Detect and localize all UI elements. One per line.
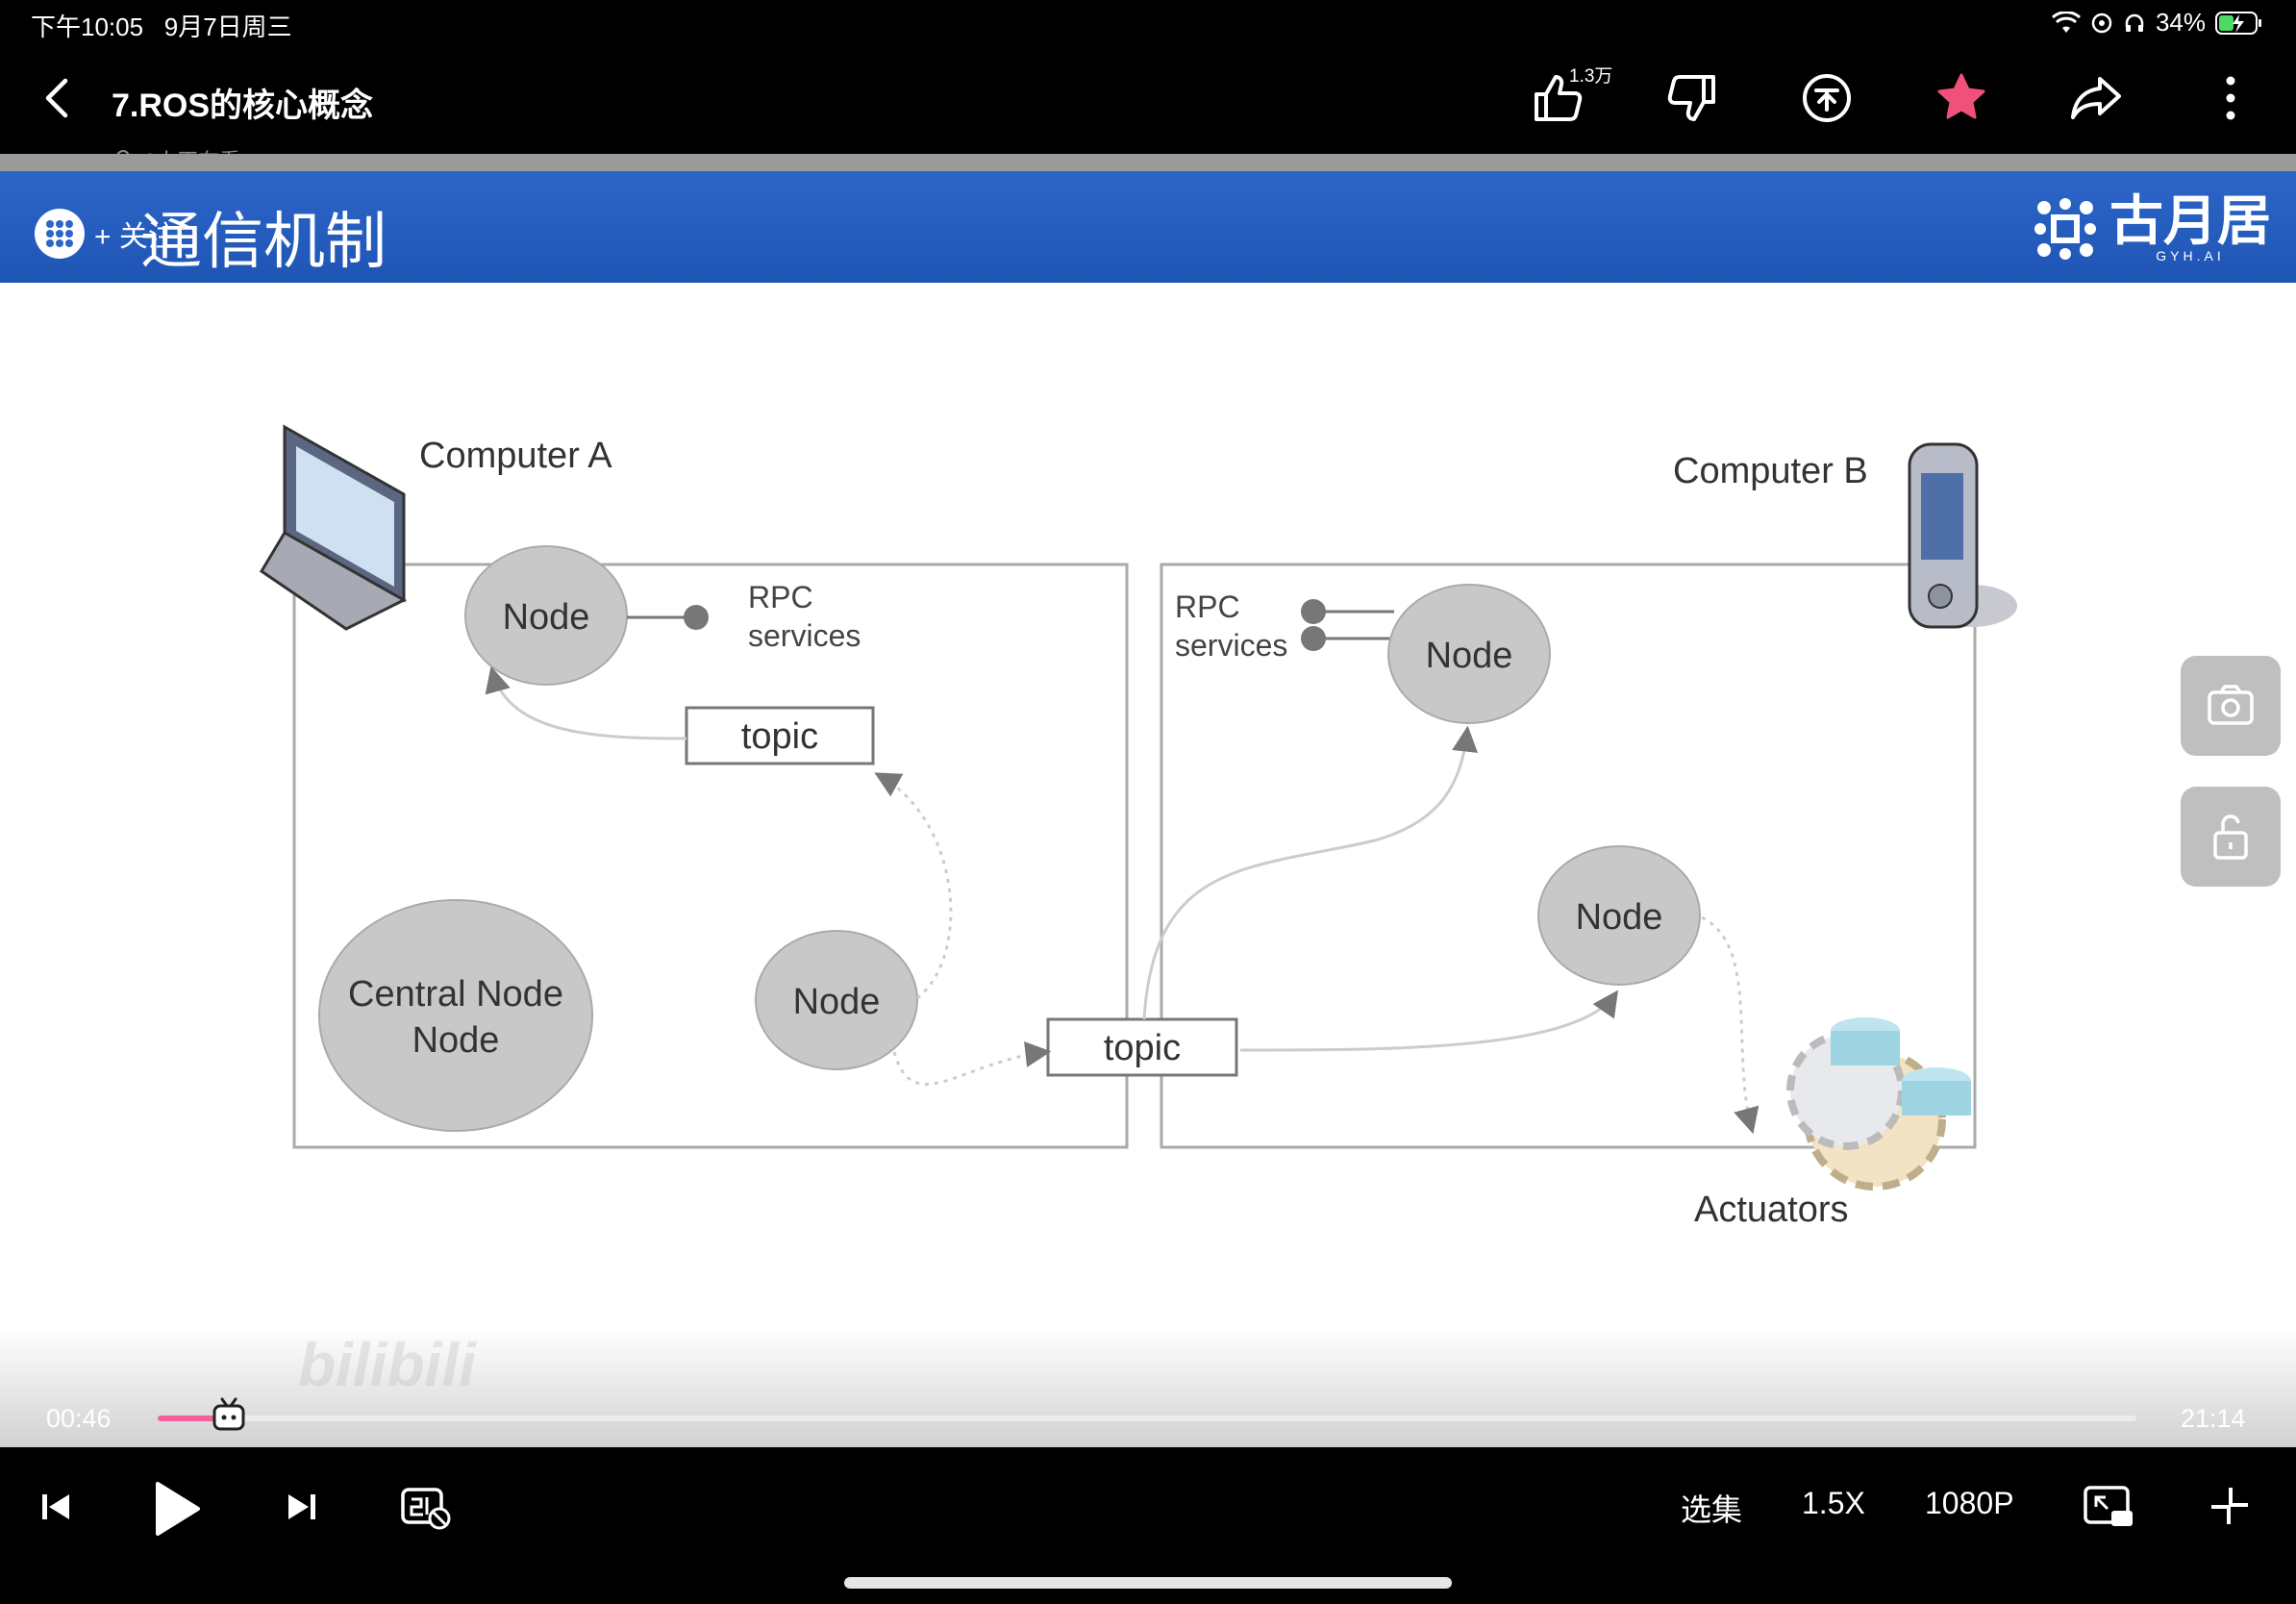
like-count: 1.3万 <box>1569 66 1613 87</box>
central-node-line1: Central Node <box>348 974 563 1015</box>
wifi-icon <box>2051 11 2081 33</box>
node-a2-label: Node <box>793 982 881 1022</box>
follow-label: + 关注 <box>94 221 177 253</box>
more-icon[interactable] <box>2200 67 2261 129</box>
rpc-endpoint-a <box>684 605 709 630</box>
total-time: 21:14 <box>2181 1404 2246 1433</box>
ros-communication-diagram: Computer A Computer B Node RPC services … <box>259 424 2017 1230</box>
computer-b-box <box>1160 563 1977 1149</box>
rpc-a-line1: RPC <box>748 580 813 614</box>
current-time: 00:46 <box>46 1404 112 1433</box>
rpc-b-line1: RPC <box>1175 589 1240 624</box>
status-time: 下午10:05 <box>31 13 144 41</box>
topic-a-box <box>685 706 875 765</box>
screenshot-button[interactable] <box>2181 656 2281 756</box>
node-a1 <box>464 545 628 686</box>
node-a2 <box>755 930 918 1070</box>
uploader-avatar-icon <box>35 209 85 259</box>
central-node <box>318 899 593 1132</box>
pip-icon[interactable] <box>2083 1482 2134 1532</box>
topic-shared-label: topic <box>1104 1028 1181 1068</box>
pda-icon <box>1908 442 2017 629</box>
play-icon[interactable] <box>150 1480 204 1538</box>
battery-icon <box>2215 11 2261 35</box>
share-icon[interactable] <box>2065 67 2127 129</box>
back-icon[interactable] <box>35 73 81 123</box>
progress-track[interactable] <box>158 1416 2136 1421</box>
speed-button[interactable]: 1.5X <box>1802 1486 1865 1520</box>
brand-logo-sub: GYH.AI <box>2156 248 2225 263</box>
computer-a-label: Computer A <box>419 436 612 476</box>
status-time-date: 下午10:05 9月7日周三 <box>31 8 292 43</box>
topic-a-label: topic <box>741 716 818 757</box>
favorite-icon[interactable] <box>1931 67 1992 129</box>
episodes-button[interactable]: 选集 <box>1681 1492 1743 1527</box>
laptop-icon <box>259 424 408 631</box>
computer-b-label: Computer B <box>1673 451 1868 491</box>
camera-icon <box>2208 685 2254 725</box>
follow-button[interactable]: + 关注 <box>33 208 177 260</box>
screen-lock-button[interactable] <box>2181 787 2281 887</box>
brand-logo-text: 古月居 <box>2109 190 2271 251</box>
video-frame[interactable]: 通信机制 + 关注 古月居 GYH.AI Computer A <box>0 154 2296 1447</box>
dislike-icon[interactable] <box>1661 67 1723 129</box>
quality-button[interactable]: 1080P <box>1925 1486 2014 1520</box>
next-icon[interactable] <box>283 1488 321 1526</box>
video-top-strip <box>0 154 2296 171</box>
progress-fill <box>158 1416 229 1421</box>
prev-icon[interactable] <box>37 1488 75 1526</box>
battery-percent: 34% <box>2155 8 2206 37</box>
slide-banner: 通信机制 + 关注 古月居 GYH.AI <box>0 171 2296 283</box>
status-icons: 34% <box>2051 8 2263 38</box>
rpc-b-line2: services <box>1175 628 1287 663</box>
status-bar: 下午10:05 9月7日周三 34% <box>0 0 2296 46</box>
computer-a-box <box>292 563 1129 1149</box>
central-node-line2: Node <box>412 1020 500 1061</box>
brand-logo-icon <box>2034 198 2096 260</box>
home-indicator[interactable] <box>844 1577 1452 1589</box>
node-b2 <box>1537 845 1701 986</box>
status-date: 9月7日周三 <box>163 13 292 41</box>
progress-thumb-tv-icon[interactable] <box>212 1396 246 1435</box>
rpc-a-line2: services <box>748 618 861 653</box>
rpc-endpoint-b2 <box>1301 626 1326 651</box>
exit-fullscreen-icon[interactable] <box>2208 1484 2252 1528</box>
actuators-icon <box>1786 1017 1971 1190</box>
video-bottom-shade <box>0 1327 2296 1447</box>
node-b1 <box>1387 584 1551 724</box>
location-lock-icon <box>2091 13 2112 33</box>
slide-title: 通信机制 <box>140 207 387 276</box>
headphones-icon <box>2125 13 2144 32</box>
bilibili-watermark: bilibili <box>298 1330 476 1399</box>
like-icon[interactable] <box>1527 67 1588 129</box>
rpc-endpoint-b1 <box>1301 599 1326 624</box>
danmaku-icon[interactable] <box>400 1482 452 1532</box>
video-title: 7.ROS的核心概念 <box>112 88 374 124</box>
node-b1-label: Node <box>1426 636 1513 676</box>
actuators-label: Actuators <box>1694 1190 1849 1230</box>
video-top-bar: 7.ROS的核心概念 3人正在看 1.3万 <box>0 46 2296 173</box>
coin-icon[interactable] <box>1796 67 1858 129</box>
node-a1-label: Node <box>503 597 590 638</box>
node-b2-label: Node <box>1576 897 1663 938</box>
brand-logo: 古月居 GYH.AI <box>2031 194 2271 263</box>
lock-icon <box>2213 815 2248 860</box>
